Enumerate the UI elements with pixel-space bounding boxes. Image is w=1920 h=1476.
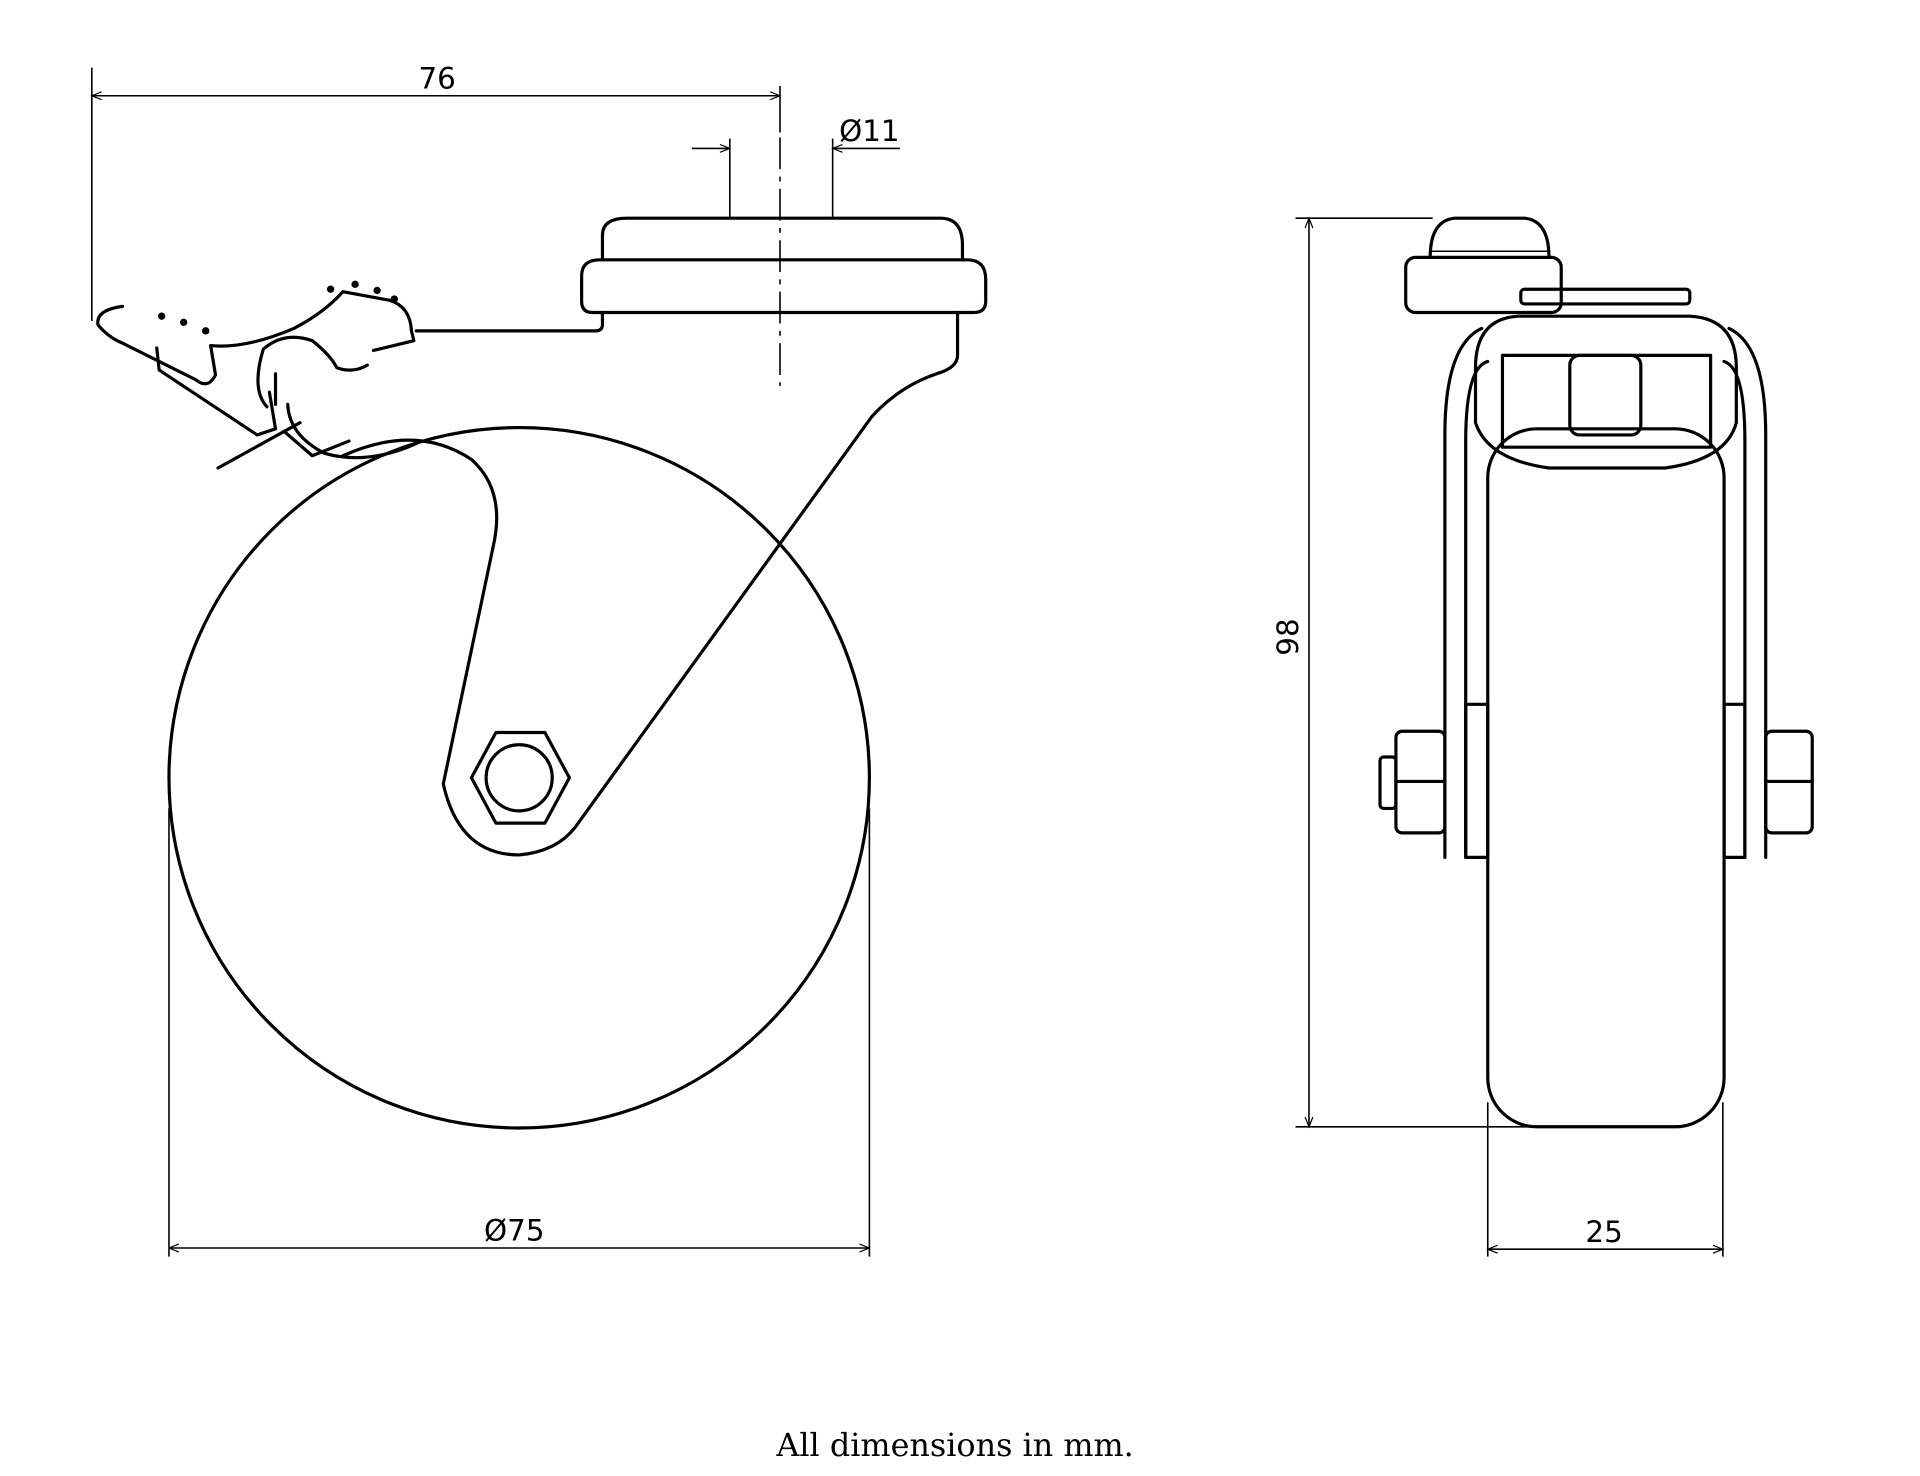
swivel-housing [341,310,960,857]
footer-note: All dimensions in mm. [775,1426,1133,1464]
dimension-height: 98 [1271,216,1592,1129]
dimension-height-label: 98 [1271,618,1305,655]
dimension-offset: 76 [90,61,782,322]
hex-nut [469,730,571,825]
brake-pedal [96,280,418,470]
axle [484,743,554,813]
dimension-bolt-hole: Ø11 [691,114,900,219]
nut-right [1764,729,1814,835]
front-top-cap [1428,216,1551,259]
front-mounting-plate [1404,255,1563,315]
nut-left [1378,729,1447,835]
dimension-bolt-hole-label: Ø11 [839,114,900,148]
mounting-plate [580,258,988,315]
dimension-offset-label: 76 [418,61,455,95]
dimension-wheel-width-label: 25 [1585,1215,1622,1249]
dimension-wheel-diameter-label: Ø75 [484,1214,545,1248]
axle-housing-left [1464,702,1490,859]
side-view [96,137,988,1130]
front-wheel [1486,427,1726,1129]
axle-housing-right [1722,702,1747,859]
fork-left [1443,326,1490,859]
dimension-wheel-width: 25 [1486,1102,1725,1257]
top-cap [600,216,965,262]
brake-housing [1473,314,1738,470]
fork-right [1722,326,1768,859]
wheel [167,426,871,1130]
front-view [1378,216,1814,1129]
dimension-wheel-diameter: Ø75 [167,808,871,1257]
